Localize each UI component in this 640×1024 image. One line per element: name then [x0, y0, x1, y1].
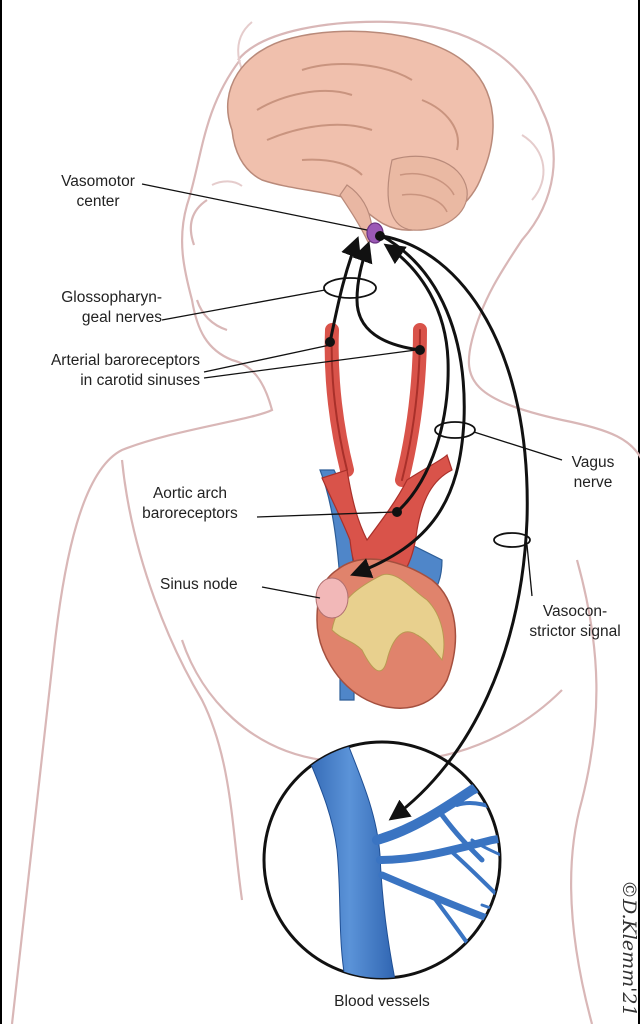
- artist-signature: ©D.Klemm'21: [618, 880, 640, 1017]
- glossopharyngeal-label-line1: Glossopharyn-: [22, 288, 162, 308]
- sinus-node-marker: [316, 578, 348, 618]
- vagus-nerve-label: Vagus nerve: [558, 453, 628, 493]
- arterial-baroreceptors-label: Arterial baroreceptors in carotid sinuse…: [12, 351, 200, 391]
- vasoconstrictor-label-line1: Vasocon-: [517, 602, 633, 622]
- glossopharyngeal-label-line2: geal nerves: [22, 308, 162, 328]
- glossopharyngeal-label: Glossopharyn- geal nerves: [22, 288, 162, 328]
- vasoconstrictor-signal-label: Vasocon- strictor signal: [517, 602, 633, 642]
- vagus-label-line2: nerve: [558, 473, 628, 493]
- brain: [228, 31, 493, 243]
- arterial-label-line2: in carotid sinuses: [12, 371, 200, 391]
- carotid-arteries: [332, 330, 420, 480]
- blood-vessels-label: Blood vessels: [302, 992, 462, 1012]
- sinus-node-label: Sinus node: [160, 575, 238, 595]
- aortic-label-line1: Aortic arch: [127, 484, 253, 504]
- vasomotor-label-line2: center: [42, 192, 154, 212]
- arterial-label-line1: Arterial baroreceptors: [12, 351, 200, 371]
- blood-vessels-lens: [264, 742, 522, 990]
- aortic-label-line2: baroreceptors: [127, 504, 253, 524]
- vagus-label-line1: Vagus: [558, 453, 628, 473]
- vasomotor-center-label: Vasomotor center: [42, 172, 154, 212]
- heart-and-vessels: [316, 455, 455, 708]
- vasoconstrictor-label-line2: strictor signal: [517, 622, 633, 642]
- aortic-arch-label: Aortic arch baroreceptors: [127, 484, 253, 524]
- vasomotor-label-line1: Vasomotor: [42, 172, 154, 192]
